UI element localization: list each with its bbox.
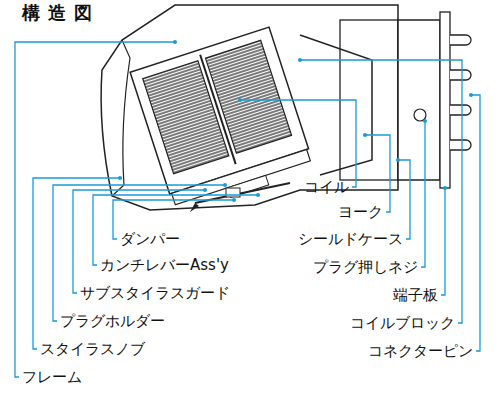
part-label: コネクターピン (368, 342, 473, 360)
frame-nose (112, 40, 130, 196)
leader-dots (118, 40, 473, 202)
part-label: ダンパー (120, 230, 180, 248)
diagram-title: 構造図 (22, 4, 100, 22)
stylus-tip (190, 203, 199, 212)
part-label: プラグホルダー (60, 312, 165, 330)
part-label: シールドケース (298, 230, 403, 248)
part-label: コイルブロック (350, 314, 455, 332)
yoke (300, 35, 372, 175)
terminal-board (440, 12, 450, 188)
part-label: プラグ押しネジ (313, 258, 418, 276)
frame-outline (101, 5, 398, 210)
part-label: スタイラスノブ (40, 340, 145, 358)
part-label: コイル (304, 178, 349, 196)
connector-housing (398, 20, 440, 180)
leader-lines (15, 42, 480, 377)
part-label: 端子板 (393, 286, 438, 304)
part-label: サブスタイラスガード (80, 284, 230, 302)
part-label: カンチレバーAss'y (100, 256, 229, 274)
connector-pins (450, 35, 471, 150)
part-label: フレーム (22, 368, 82, 386)
part-label: ヨーク (338, 203, 383, 221)
coil-assembly (130, 27, 315, 215)
